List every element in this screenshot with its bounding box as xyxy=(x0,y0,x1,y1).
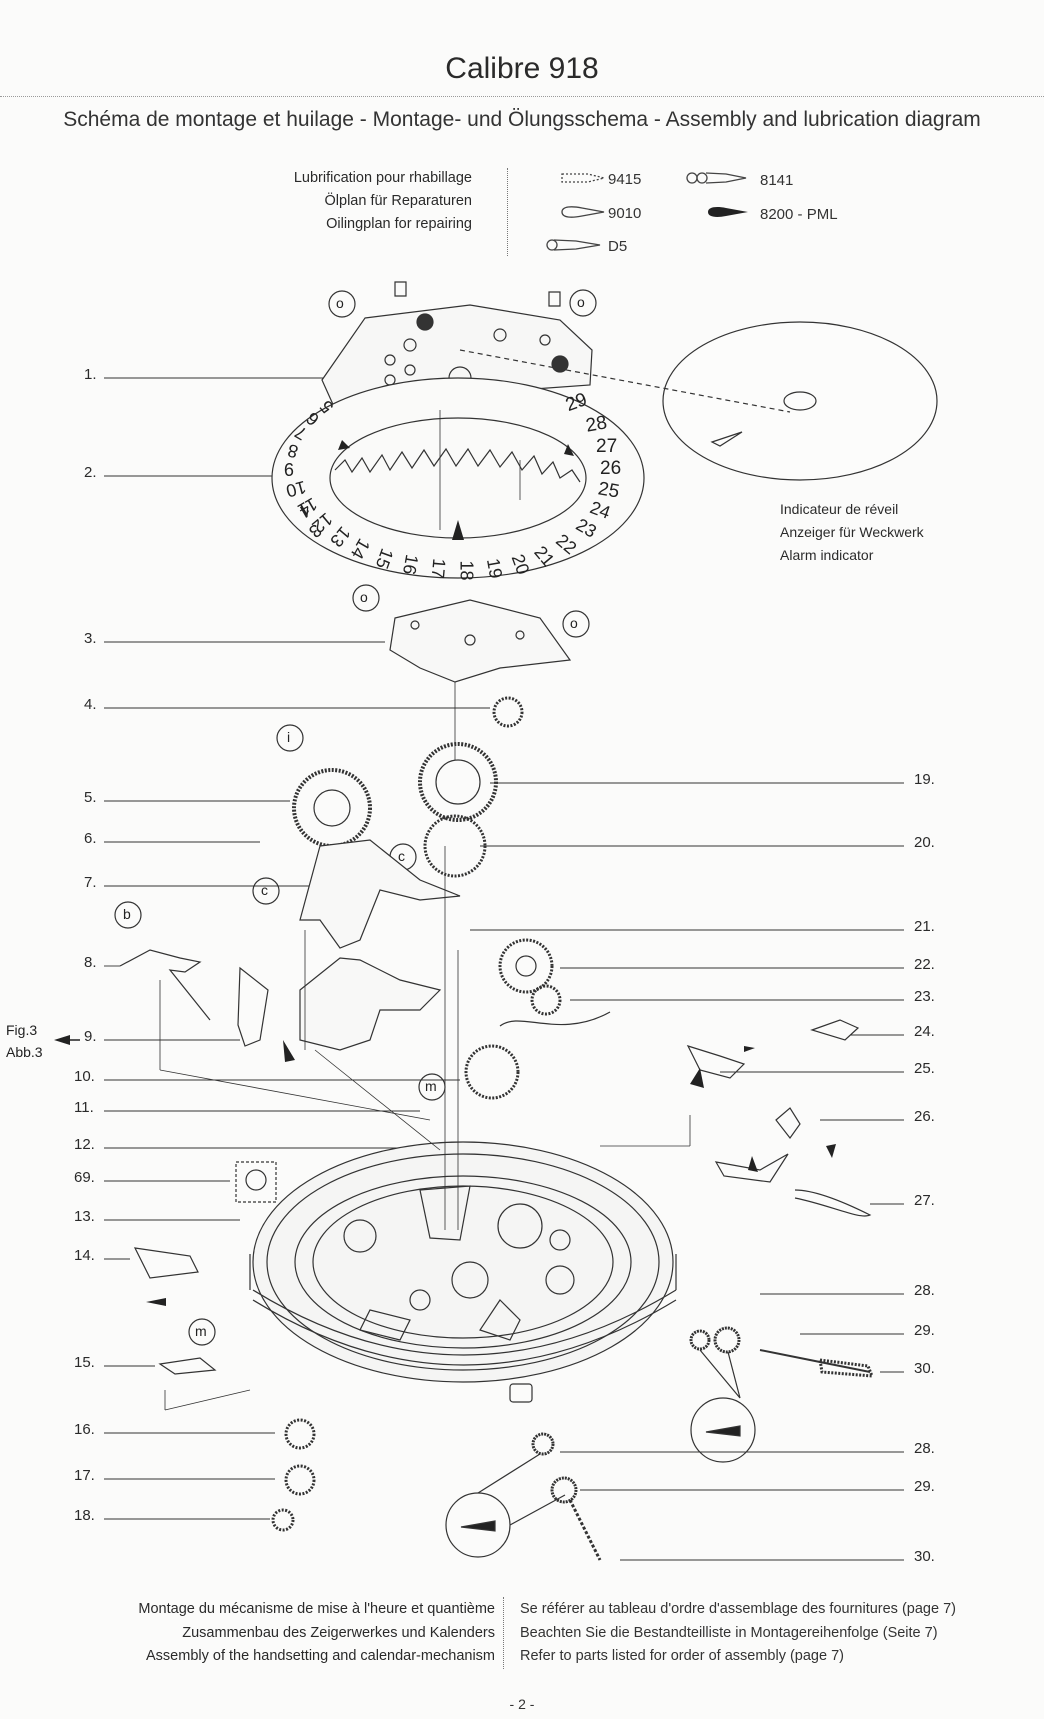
figure-ref-de: Abb.3 xyxy=(6,1044,43,1060)
oil-tag-c-2: c xyxy=(261,882,268,898)
part-number-29: 29. xyxy=(914,1322,935,1339)
footer-left-fr: Montage du mécanisme de mise à l'heure e… xyxy=(138,1601,495,1617)
footer-left-de: Zusammenbau des Zeigerwerkes und Kalende… xyxy=(182,1624,495,1641)
footer-assembly-caption: Montage du mécanisme de mise à l'heure e… xyxy=(40,1598,495,1669)
oiler-dotted-icon xyxy=(561,173,605,183)
title-divider xyxy=(0,96,1044,97)
legend-divider xyxy=(507,168,508,256)
part-number-10: 10. xyxy=(74,1068,95,1085)
part-number-22: 22. xyxy=(914,956,935,973)
part-number-8: 8. xyxy=(84,954,97,971)
part-number-12: 12. xyxy=(74,1136,95,1153)
footer-left-en: Assembly of the handsetting and calendar… xyxy=(146,1648,495,1664)
part-number-27: 27. xyxy=(914,1192,935,1209)
part-number-30: 30. xyxy=(914,1360,935,1377)
part-number-14: 14. xyxy=(74,1247,95,1264)
page-title: Calibre 918 xyxy=(445,52,599,85)
part-number-28: 28. xyxy=(914,1282,935,1299)
alarm-indicator-disc xyxy=(459,321,938,481)
part-number-7: 7. xyxy=(84,874,97,891)
part-number-30-b: 30. xyxy=(914,1548,935,1565)
legend-code-9415: 9415 xyxy=(608,171,642,188)
figure-reference: Fig.3 Abb.3 xyxy=(6,1019,43,1063)
part-number-13: 13. xyxy=(74,1208,95,1225)
lubrication-heading: Lubrification pour rhabillage Ölplan für… xyxy=(200,167,472,236)
part-number-3: 3. xyxy=(84,630,97,647)
footer-reference-note: Se référer au tableau d'ordre d'assembla… xyxy=(520,1598,1020,1669)
oiler-filled-icon xyxy=(708,207,748,217)
part-number-11: 11. xyxy=(74,1099,94,1116)
part-number-23: 23. xyxy=(914,988,935,1005)
date-numeral: 16 xyxy=(398,552,423,577)
main-plate-movement xyxy=(235,1141,677,1403)
date-numeral: 18 xyxy=(456,560,477,581)
alarm-label-de: Anzeiger für Weckwerk xyxy=(780,524,924,540)
part-number-9: 9. xyxy=(84,1028,97,1045)
leader-lines-right xyxy=(470,782,904,1561)
oil-tag-i: i xyxy=(287,729,291,745)
date-numeral: 28 xyxy=(584,412,609,437)
bridge-part-3 xyxy=(389,599,572,683)
date-numeral: 17 xyxy=(427,557,450,580)
part-number-18: 18. xyxy=(74,1507,95,1524)
alarm-label-fr: Indicateur de réveil xyxy=(780,501,899,517)
oil-drop-markers xyxy=(146,440,836,1306)
oil-tag-c-1: c xyxy=(398,848,405,864)
part-number-29-b: 29. xyxy=(914,1478,935,1495)
part-number-25: 25. xyxy=(914,1060,935,1077)
fig-arrow-icon xyxy=(54,1035,70,1045)
part-number-4: 4. xyxy=(84,696,97,713)
oil-tag-o-4: o xyxy=(570,615,578,631)
part-number-16: 16. xyxy=(74,1421,95,1438)
part-number-15: 15. xyxy=(74,1354,95,1371)
oil-tag-m-1: m xyxy=(425,1078,437,1094)
legend-code-8141: 8141 xyxy=(760,172,794,189)
footer-divider xyxy=(503,1597,504,1669)
part-number-1: 1. xyxy=(84,366,97,383)
gear-wheels xyxy=(271,696,562,1532)
part-number-69: 69. xyxy=(74,1169,95,1186)
legend-code-d5: D5 xyxy=(608,238,628,255)
lubrication-line-fr: Lubrification pour rhabillage xyxy=(293,170,472,186)
legend-code-9010: 9010 xyxy=(608,205,642,222)
part-number-5: 5. xyxy=(84,789,97,806)
oiler-double-icon xyxy=(546,239,601,251)
oiler-outline-icon xyxy=(561,206,605,218)
oil-tag-circles xyxy=(114,289,597,1346)
oil-tag-b: b xyxy=(123,906,131,922)
alarm-label-en: Alarm indicator xyxy=(780,547,874,563)
winding-stem-parts xyxy=(445,1326,875,1561)
part-number-24: 24. xyxy=(914,1023,935,1040)
legend-code-8200-pml: 8200 - PML xyxy=(760,206,838,223)
oil-tag-o-2: o xyxy=(577,294,585,310)
leader-lines-left xyxy=(104,377,490,1520)
part-number-28-b: 28. xyxy=(914,1440,935,1457)
date-ring-part-2 xyxy=(271,377,645,579)
oil-tag-m-2: m xyxy=(195,1323,207,1339)
oiler-triple-icon xyxy=(686,172,747,184)
date-numeral: 26 xyxy=(600,458,622,479)
alarm-indicator-label: Indicateur de réveil Anzeiger für Weckwe… xyxy=(780,498,924,567)
oil-tag-o-3: o xyxy=(360,589,368,605)
date-numeral: 19 xyxy=(482,556,507,581)
footer-right-en: Refer to parts listed for order of assem… xyxy=(520,1648,844,1664)
figure-ref-fr: Fig.3 xyxy=(6,1022,38,1038)
part-number-19: 19. xyxy=(914,771,935,788)
footer-right-de: Beachten Sie die Bestandteilliste in Mon… xyxy=(520,1624,938,1641)
lubrication-line-en: Oilingplan for repairing xyxy=(326,216,472,232)
oil-tag-o-1: o xyxy=(336,295,344,311)
part-number-2: 2. xyxy=(84,464,97,481)
lubrication-line-de: Ölplan für Reparaturen xyxy=(324,193,473,209)
page-number: - 2 - xyxy=(509,1696,535,1712)
date-numeral: 27 xyxy=(596,436,618,457)
page-subtitle: Schéma de montage et huilage - Montage- … xyxy=(63,108,981,131)
part-number-21: 21. xyxy=(914,918,935,935)
part-number-20: 20. xyxy=(914,834,935,851)
part-number-6: 6. xyxy=(84,830,97,847)
part-number-17: 17. xyxy=(74,1467,95,1484)
footer-right-fr: Se référer au tableau d'ordre d'assembla… xyxy=(520,1601,956,1617)
assembly-guides xyxy=(159,410,691,1411)
part-number-26: 26. xyxy=(914,1108,935,1125)
